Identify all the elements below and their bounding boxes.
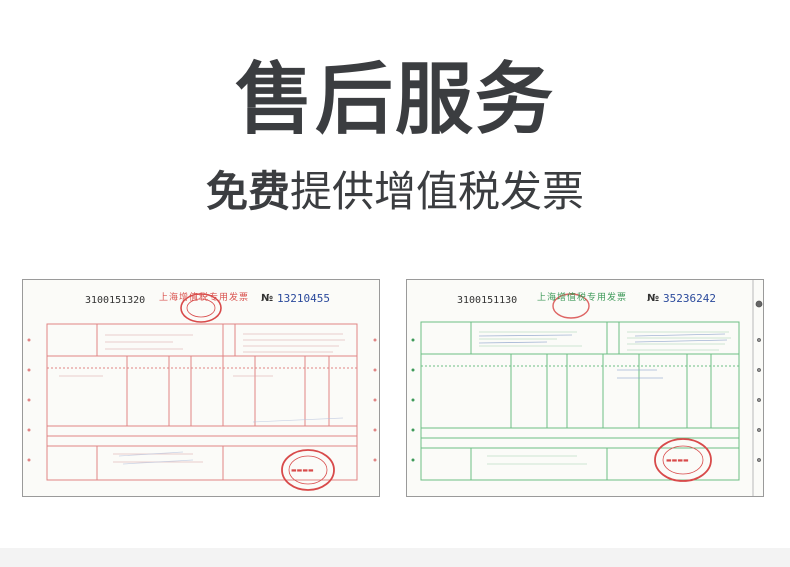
subtitle-text: 提供增值税发票	[290, 167, 585, 216]
page-title: 售后服务	[234, 55, 555, 145]
invoice-red: ▬▬▬▬ 3100151320 上海增值税专用发票 № 13210455	[22, 279, 380, 497]
footer-band	[0, 548, 790, 567]
invoice-green-form-lines: ▬▬▬▬	[411, 280, 763, 496]
invoice-green-top-stamp	[552, 293, 590, 319]
svg-text:▬▬▬▬: ▬▬▬▬	[666, 457, 689, 464]
invoice-green-heading: 上海增值税专用发票	[537, 293, 628, 303]
invoice-red-no-mark: №	[261, 293, 274, 304]
invoice-red-form-lines: ▬▬▬▬	[27, 293, 377, 491]
invoice-green: ▬▬▬▬ 3100151130 上海增值税专用发票 № 35236242	[406, 279, 764, 497]
invoice-green-number: 35236242	[663, 292, 716, 305]
invoice-red-top-stamp	[180, 293, 222, 323]
invoice-red-seller-stamp	[281, 449, 335, 491]
invoice-red-code: 3100151320	[85, 295, 146, 306]
invoice-red-number: 13210455	[277, 292, 330, 305]
invoice-red-heading: 上海增值税专用发票	[159, 293, 250, 303]
page-subtitle: 免费提供增值税发票	[0, 164, 790, 220]
subtitle-emphasis: 免费	[205, 167, 290, 216]
invoice-green-seller-stamp	[654, 438, 712, 482]
invoice-green-code: 3100151130	[457, 295, 518, 306]
invoice-green-no-mark: №	[647, 293, 660, 304]
svg-text:▬▬▬▬: ▬▬▬▬	[291, 467, 314, 474]
